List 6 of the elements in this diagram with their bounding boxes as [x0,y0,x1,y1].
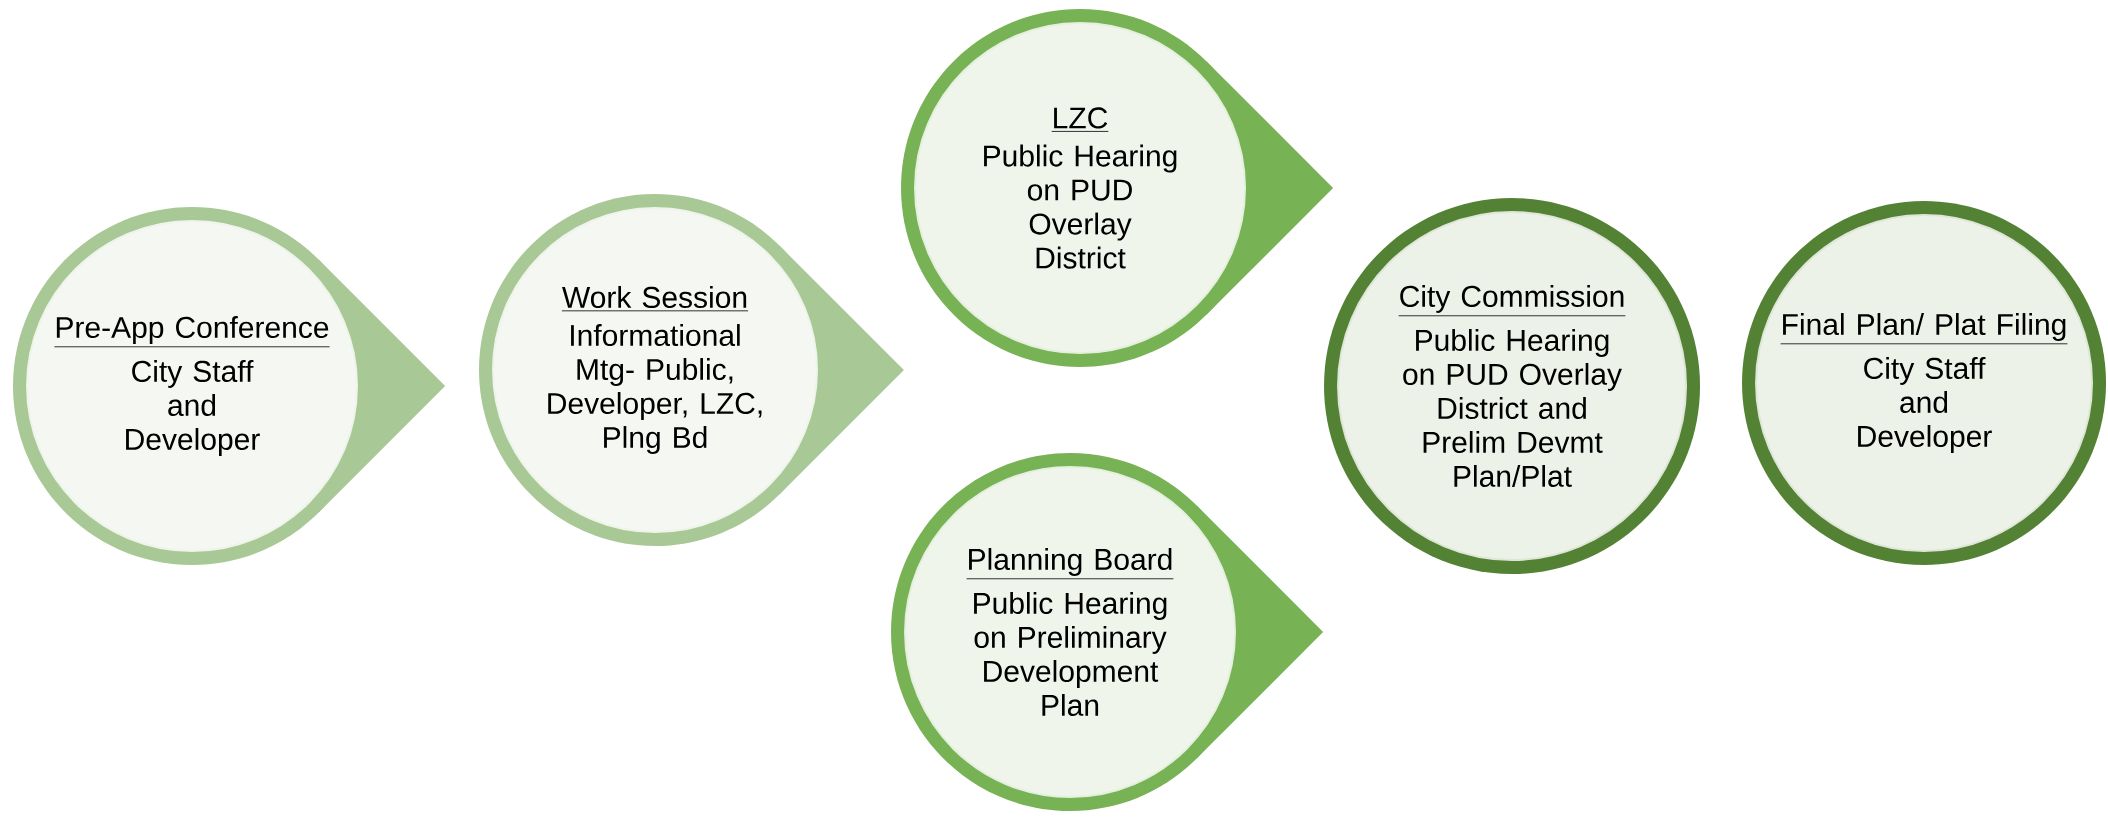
step-badge: Final Plan/ Plat Filing City Staff and Developer [1742,201,2106,565]
step-badge: Planning Board Public Hearing on Preliminary Development Plan [891,453,1324,811]
step-badge: Work Session Informational Mtg- Public, Developer, LZC, Plng Bd [479,194,904,546]
step-badge: City Commission Public Hearing on PUD Overlay District and Prelim Devmt Plan/Plat [1324,198,1700,574]
step-badge: Pre-App Conference City Staff and Developer [13,207,446,565]
step-badge: LZC Public Hearing on PUD Overlay District [901,9,1334,367]
